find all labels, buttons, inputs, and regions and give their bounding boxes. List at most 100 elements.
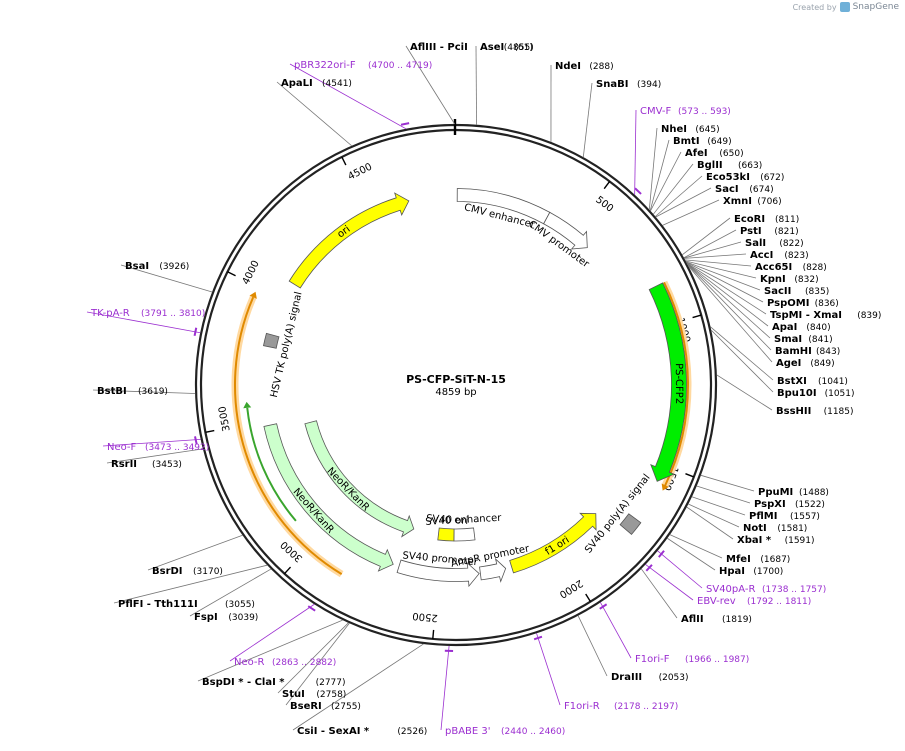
site-label-enzyme[interactable]: EcoRI(811) [734, 214, 799, 225]
site-label-enzyme[interactable]: Bpu10I(1051) [777, 388, 855, 399]
site-position: (2440 .. 2460) [501, 727, 565, 737]
site-position: (841) [808, 335, 832, 345]
site-label-enzyme[interactable]: AfeI(650) [685, 148, 744, 159]
site-position: (3926) [159, 262, 189, 272]
site-label-enzyme[interactable]: RsrII(3453) [111, 459, 182, 470]
site-leader-line [405, 45, 455, 125]
feature-sv40-polya[interactable] [619, 513, 642, 535]
site-position: (828) [803, 263, 827, 273]
site-leader-line [475, 45, 477, 125]
site-label-enzyme[interactable]: StuI(2758) [282, 689, 346, 700]
site-label-enzyme[interactable]: BssHII(1185) [776, 406, 854, 417]
site-label-primer[interactable]: Neo-R(2863 .. 2882) [234, 657, 336, 668]
feature-ampr-promoter[interactable] [479, 557, 507, 583]
feature-sv40-enhancer[interactable] [453, 527, 476, 542]
site-name: BssHII [776, 406, 811, 417]
site-label-enzyme[interactable]: BsaI(3926) [125, 261, 189, 272]
site-label-enzyme[interactable]: NheI(645) [661, 124, 720, 135]
feature-label-sv40-ori: SV40 ori [426, 513, 469, 527]
site-label-enzyme[interactable]: SacII(835) [764, 286, 829, 297]
site-label-primer[interactable]: EBV-rev(1792 .. 1811) [697, 596, 811, 607]
site-label-enzyme[interactable]: MfeI(1687) [726, 554, 790, 565]
site-label-enzyme[interactable]: PstI(821) [740, 226, 799, 237]
site-label-enzyme[interactable]: AflIII - PciI(4855) [410, 42, 534, 53]
feature-ori[interactable] [288, 192, 410, 289]
site-label-primer[interactable]: SV40pA-R(1738 .. 1757) [706, 584, 826, 595]
site-label-enzyme[interactable]: Eco53kI(672) [706, 172, 784, 183]
site-name: EBV-rev [697, 596, 736, 607]
site-leader-line [687, 264, 772, 351]
site-name: TK-pA-R [90, 308, 130, 319]
site-position: (649) [707, 137, 731, 147]
site-leader-line [577, 615, 608, 677]
feature-f1-ori[interactable] [509, 512, 597, 574]
site-label-enzyme[interactable]: BstXI(1041) [777, 376, 848, 387]
site-label-primer[interactable]: pBR322ori-F(4700 .. 4719) [294, 60, 432, 71]
site-label-enzyme[interactable]: PpuMI(1488) [758, 487, 829, 498]
site-leader-line [655, 187, 712, 218]
feature-ps-cfp2[interactable] [648, 282, 687, 482]
site-leader-line [277, 622, 349, 694]
site-label-enzyme[interactable]: NotI(1581) [743, 523, 807, 534]
feature-neor-kanr-1[interactable] [263, 423, 394, 572]
site-labels[interactable]: AflIII - PciI(4855)AseI(61) pBR322ori-F(4… [86, 42, 881, 737]
site-leader-line [691, 496, 746, 516]
site-label-enzyme[interactable]: TspMI - XmaI(839) [770, 310, 881, 321]
site-label-enzyme[interactable]: AccI(823) [750, 250, 809, 261]
site-label-enzyme[interactable]: BglII(663) [697, 160, 762, 171]
feature-neor-kanr-2[interactable] [304, 420, 415, 538]
site-position: (2863 .. 2882) [272, 658, 336, 668]
site-label-enzyme[interactable]: NdeI(288) [555, 61, 614, 72]
site-label-primer[interactable]: CMV-F(573 .. 593) [640, 106, 731, 117]
site-label-enzyme[interactable]: BamHI(843) [775, 346, 840, 357]
site-label-primer[interactable]: F1ori-R(2178 .. 2197) [564, 701, 678, 712]
site-position: (1687) [760, 555, 790, 565]
site-name: AflIII - PciI [410, 42, 468, 53]
site-label-enzyme[interactable]: HpaI(1700) [719, 566, 783, 577]
site-label-enzyme[interactable]: PflMI(1557) [749, 511, 820, 522]
site-label-enzyme[interactable]: BstBI(3619) [97, 386, 168, 397]
site-name: BstBI [97, 386, 127, 397]
site-label-enzyme[interactable]: ApaI(840) [772, 322, 831, 333]
site-label-enzyme[interactable]: SalI(822) [745, 238, 804, 249]
site-position: (3473 .. 3492) [145, 443, 209, 453]
tick-mark [283, 566, 292, 575]
site-label-enzyme[interactable]: BsrDI(3170) [152, 566, 223, 577]
site-label-enzyme[interactable]: BseRI(2755) [290, 701, 361, 712]
site-label-enzyme[interactable]: SmaI(841) [774, 334, 833, 345]
site-leader-line [289, 63, 407, 130]
site-label-enzyme[interactable]: SacI(674) [715, 184, 774, 195]
site-label-enzyme[interactable]: XmnI(706) [723, 196, 782, 207]
site-label-enzyme[interactable]: BmtI(649) [673, 136, 732, 147]
site-label-enzyme[interactable]: SnaBI(394) [596, 79, 661, 90]
feature-sv40-ori[interactable] [437, 527, 455, 542]
site-label-primer[interactable]: TK-pA-R (3791 .. 3810) [90, 308, 205, 319]
site-name: PpuMI [758, 487, 793, 498]
site-label-primer[interactable]: F1ori-F(1966 .. 1987) [635, 654, 749, 665]
site-name: PspXI [754, 499, 786, 510]
site-label-enzyme[interactable]: ApaLI(4541) [281, 78, 352, 89]
site-label-enzyme[interactable]: AseI(61) [480, 42, 533, 53]
site-label-enzyme[interactable]: DraIII(2053) [611, 672, 689, 683]
site-label-primer[interactable]: Neo-F(3473 .. 3492) [107, 442, 209, 453]
site-label-enzyme[interactable]: PspXI(1522) [754, 499, 825, 510]
site-leader-line [655, 175, 703, 217]
site-label-enzyme[interactable]: KpnI(832) [760, 274, 819, 285]
site-leader-line [653, 163, 694, 215]
site-label-enzyme[interactable]: PspOMI(836) [767, 298, 839, 309]
site-label-enzyme[interactable]: BspDI * - ClaI *(2777) [202, 677, 346, 688]
site-label-enzyme[interactable]: AflII(1819) [681, 614, 752, 625]
site-name: EcoRI [734, 214, 765, 225]
site-position: (3791 .. 3810) [141, 309, 205, 319]
site-name: PspOMI [767, 298, 809, 309]
feature-cmv-promoter[interactable] [543, 211, 588, 250]
site-label-enzyme[interactable]: Acc65I(828) [755, 262, 827, 273]
site-label-enzyme[interactable]: AgeI(849) [776, 358, 835, 369]
site-label-enzyme[interactable]: CsiI - SexAI *(2526) [297, 726, 427, 737]
site-label-primer[interactable]: pBABE 3'(2440 .. 2460) [445, 726, 565, 737]
site-label-enzyme[interactable]: FspI(3039) [194, 612, 258, 623]
site-label-enzyme[interactable]: PflFI - Tth111I(3055) [118, 599, 255, 610]
site-label-enzyme[interactable]: XbaI *(1591) [737, 535, 815, 546]
feature-hsv-tk-polya[interactable] [263, 332, 280, 349]
feature-sv40-promoter[interactable] [396, 559, 480, 588]
